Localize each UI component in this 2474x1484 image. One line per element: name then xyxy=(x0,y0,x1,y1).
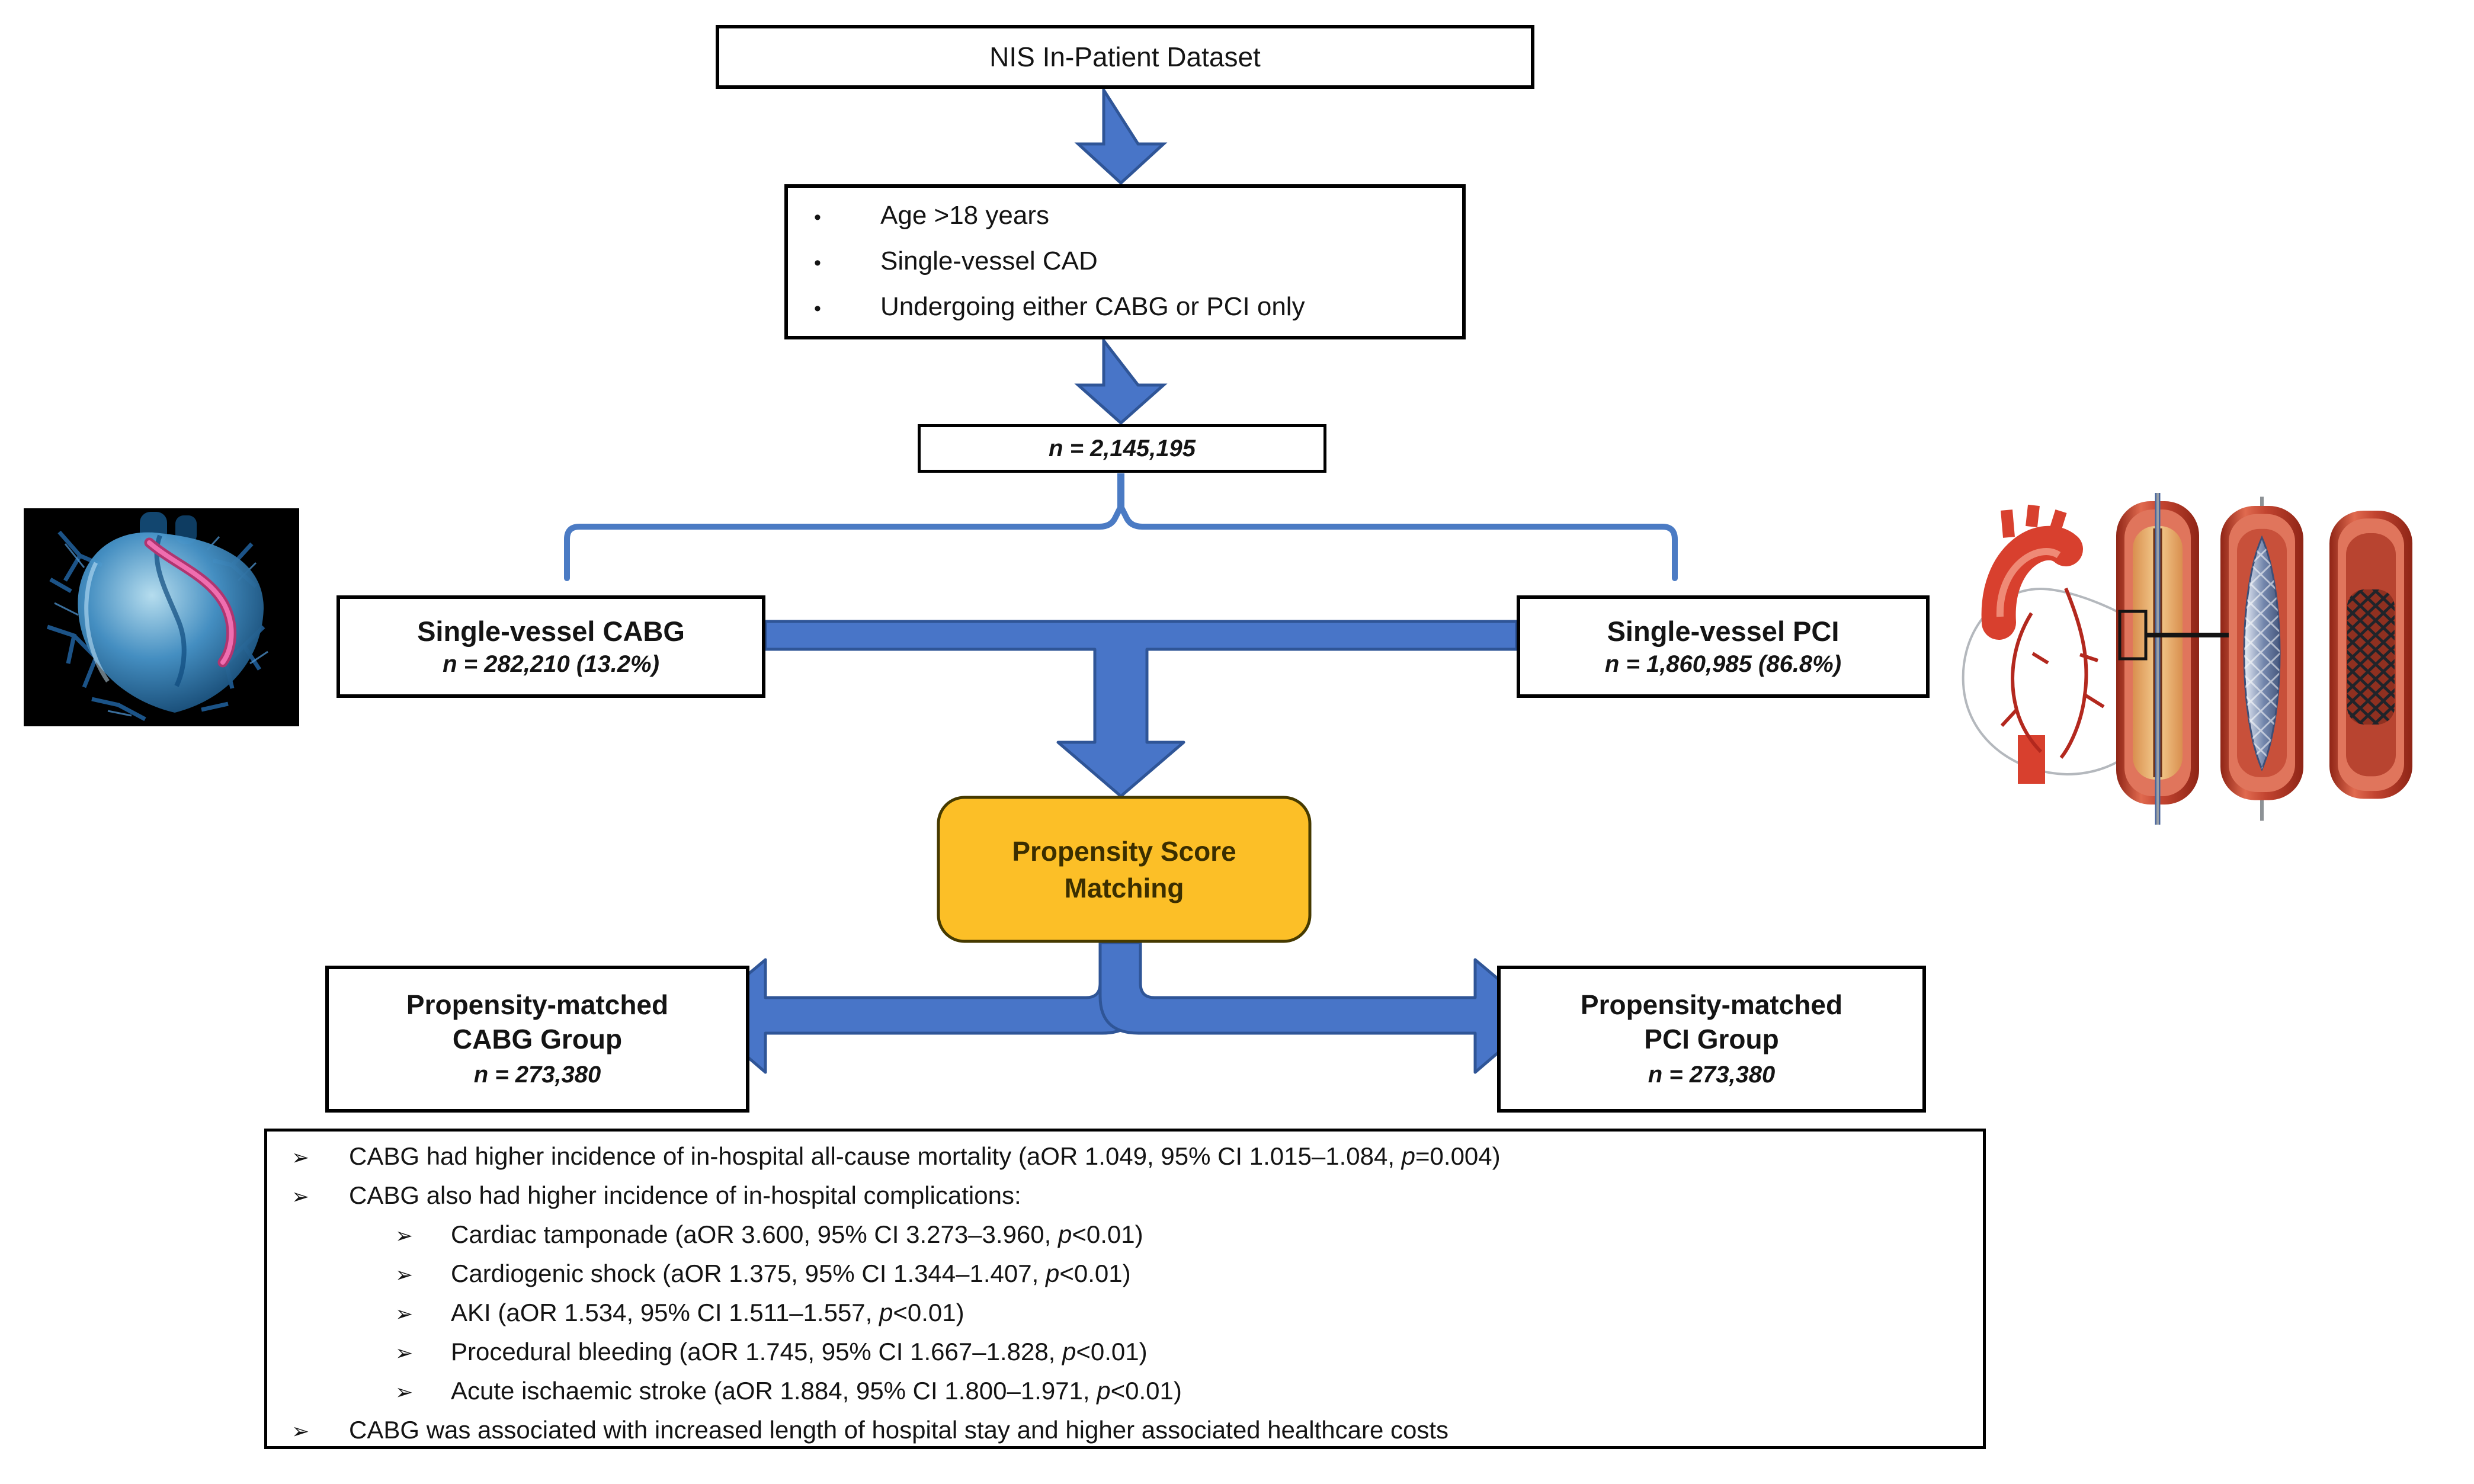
matched-cabg-box: Propensity-matched CABG Group n = 273,38… xyxy=(325,966,749,1113)
propensity-matching-box: Propensity Score Matching xyxy=(938,797,1310,941)
inclusion-criteria-box: • Age >18 years • Single-vessel CAD • Un… xyxy=(784,184,1466,339)
key-findings-box: ➢ CABG had higher incidence of in-hospit… xyxy=(264,1129,1986,1449)
criteria-item-label: Single-vessel CAD xyxy=(880,246,1098,275)
matched-cabg-line2: CABG Group xyxy=(452,1024,623,1054)
finding-subitem: ➢ Procedural bleeding (aOR 1.745, 95% CI… xyxy=(267,1333,1983,1372)
matched-pci-box: Propensity-matched PCI Group n = 273,380 xyxy=(1497,966,1926,1113)
finding-text: CABG had higher incidence of in-hospital… xyxy=(349,1142,1501,1170)
vessel-with-catheter xyxy=(2116,493,2199,825)
bullet-icon: • xyxy=(814,297,821,320)
aorta-highlight xyxy=(1996,548,2061,617)
finding-item: ➢ CABG also had higher incidence of in-h… xyxy=(267,1177,1983,1216)
finding-item: ➢ CABG was associated with increased len… xyxy=(267,1411,1983,1450)
finding-text: Cardiac tamponade (aOR 3.600, 95% CI 3.2… xyxy=(451,1220,1143,1248)
arrow-bullet-icon: ➢ xyxy=(395,1380,414,1404)
finding-text: Cardiogenic shock (aOR 1.375, 95% CI 1.3… xyxy=(451,1259,1131,1287)
arrow-bullet-icon: ➢ xyxy=(395,1341,414,1365)
coronary-heart-drawing xyxy=(1962,504,2165,784)
arrow-bullet-icon: ➢ xyxy=(291,1145,310,1169)
criteria-item: • Undergoing either CABG or PCI only xyxy=(788,285,1462,331)
down-arrow-2 xyxy=(1074,336,1168,425)
coronary-shadow-vessel xyxy=(154,534,187,687)
bent-arrow-left xyxy=(697,941,1142,1074)
finding-text: CABG was associated with increased lengt… xyxy=(349,1416,1449,1444)
heart-highlight xyxy=(84,562,110,683)
criteria-item: • Single-vessel CAD xyxy=(788,239,1462,285)
arrow-bullet-icon: ➢ xyxy=(395,1262,414,1287)
cabg-group-title: Single-vessel CABG xyxy=(417,615,685,647)
matched-pci-line2: PCI Group xyxy=(1644,1024,1779,1054)
matched-pci-n: n = 273,380 xyxy=(1648,1062,1776,1088)
finding-text: Acute ischaemic stroke (aOR 1.884, 95% C… xyxy=(451,1377,1182,1405)
bullet-icon: • xyxy=(814,206,821,229)
arrow-bullet-icon: ➢ xyxy=(395,1302,414,1326)
finding-subitem: ➢ AKI (aOR 1.534, 95% CI 1.511–1.557, p<… xyxy=(267,1294,1983,1333)
propensity-matching-shape xyxy=(937,796,1312,943)
finding-subitem: ➢ Cardiac tamponade (aOR 3.600, 95% CI 3… xyxy=(267,1216,1983,1255)
heart-outline xyxy=(1962,588,2165,776)
arrow-bullet-icon: ➢ xyxy=(395,1223,414,1248)
pci-group-box: Single-vessel PCI n = 1,860,985 (86.8%) xyxy=(1517,595,1930,698)
lesion-zoom-marker xyxy=(2118,610,2148,661)
vessel-with-balloon xyxy=(2220,496,2303,821)
angioplasty-stages-image xyxy=(2116,493,2412,825)
cabg-group-n: n = 282,210 (13.2%) xyxy=(443,650,659,677)
finding-text: CABG also had higher incidence of in-hos… xyxy=(349,1181,1021,1209)
pci-group-title: Single-vessel PCI xyxy=(1607,615,1840,647)
criteria-item: • Age >18 years xyxy=(788,194,1462,239)
matched-pci-line1: Propensity-matched xyxy=(1580,989,1843,1020)
down-arrow-1 xyxy=(1074,85,1168,185)
split-bracket xyxy=(564,504,1678,581)
finding-subitem: ➢ Acute ischaemic stroke (aOR 1.884, 95%… xyxy=(267,1372,1983,1411)
finding-item: ➢ CABG had higher incidence of in-hospit… xyxy=(267,1137,1983,1177)
dataset-box-label: NIS In-Patient Dataset xyxy=(989,41,1261,72)
bypass-graft-inner xyxy=(147,540,234,665)
heart-ct-image xyxy=(24,508,299,726)
merge-band-down-arrow xyxy=(764,620,1518,798)
matched-cabg-n: n = 273,380 xyxy=(473,1062,601,1088)
cabg-group-box: Single-vessel CABG n = 282,210 (13.2%) xyxy=(337,595,765,698)
criteria-item-label: Undergoing either CABG or PCI only xyxy=(880,291,1305,321)
arrow-bullet-icon: ➢ xyxy=(291,1184,310,1209)
dataset-box: NIS In-Patient Dataset xyxy=(716,25,1534,89)
finding-subitem: ➢ Cardiogenic shock (aOR 1.375, 95% CI 1… xyxy=(267,1255,1983,1294)
finding-text: AKI (aOR 1.534, 95% CI 1.511–1.557, p<0.… xyxy=(451,1299,964,1326)
vessel-with-stent xyxy=(2329,511,2412,799)
bullet-icon: • xyxy=(814,251,821,274)
total-cohort-box: n = 2,145,195 xyxy=(918,424,1326,473)
bent-arrow-right xyxy=(1098,941,1543,1074)
arrow-bullet-icon: ➢ xyxy=(291,1419,310,1443)
heart-body xyxy=(78,532,264,713)
split-stem-line xyxy=(1117,473,1124,511)
coronary-arteries xyxy=(2000,587,2105,759)
total-cohort-n: n = 2,145,195 xyxy=(1049,435,1196,461)
finding-text: Procedural bleeding (aOR 1.745, 95% CI 1… xyxy=(451,1338,1148,1366)
arch-branches xyxy=(2001,504,2067,538)
criteria-item-label: Age >18 years xyxy=(880,200,1049,230)
pci-group-n: n = 1,860,985 (86.8%) xyxy=(1604,650,1842,677)
matched-cabg-line1: Propensity-matched xyxy=(406,989,669,1020)
propensity-matching-label: Propensity Score Matching xyxy=(1012,835,1236,903)
